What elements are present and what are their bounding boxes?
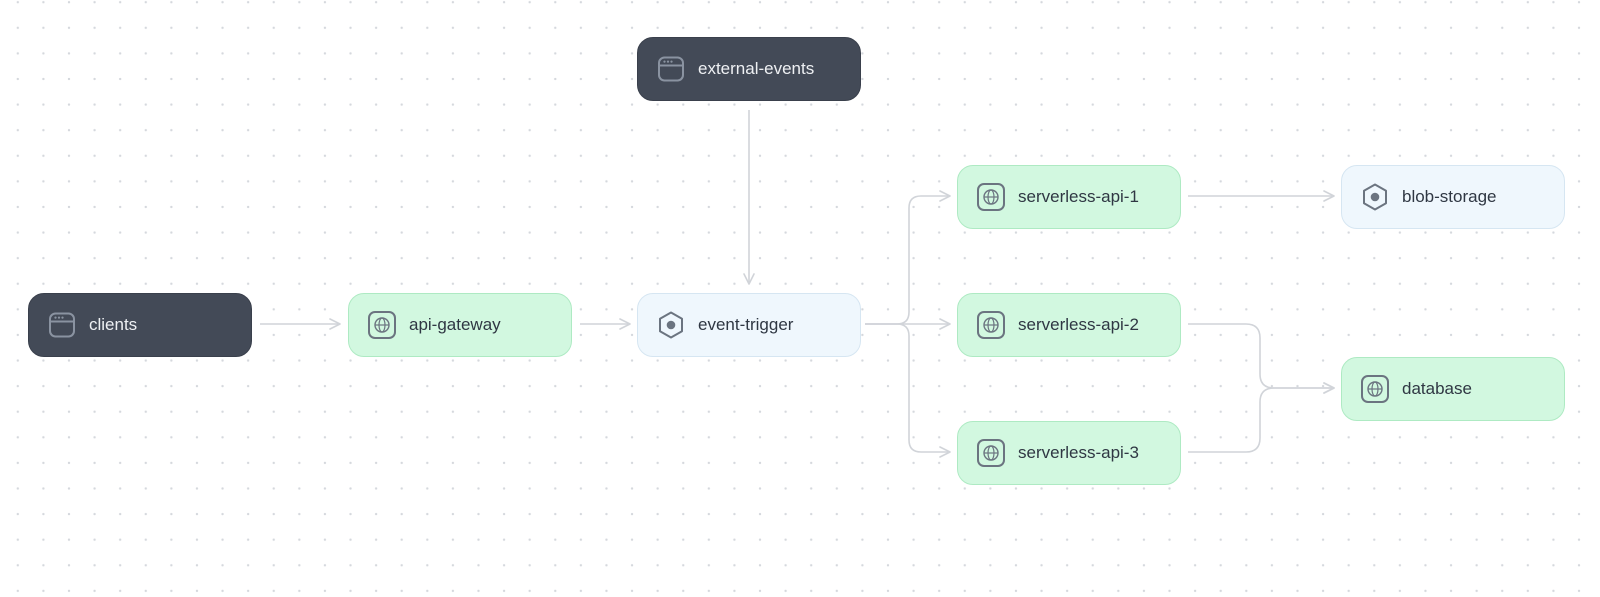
globe-icon — [367, 310, 397, 340]
hexagon-icon — [1360, 182, 1390, 212]
edge-event-trigger-to-serverless-api-3 — [865, 323, 951, 458]
node-event-trigger[interactable]: event-trigger — [637, 293, 861, 357]
edge-serverless-api-3-to-database — [1188, 382, 1335, 453]
node-database[interactable]: database — [1341, 357, 1565, 421]
edge-event-trigger-to-serverless-api-1 — [865, 190, 951, 325]
browser-window-icon — [656, 54, 686, 84]
node-label: blob-storage — [1402, 187, 1497, 206]
node-label: database — [1402, 379, 1472, 398]
edge-serverless-api-2-to-database — [1188, 323, 1335, 394]
node-label: api-gateway — [409, 315, 501, 334]
node-label: clients — [89, 315, 138, 334]
node-serverless-api-1[interactable]: serverless-api-1 — [957, 165, 1181, 229]
node-serverless-api-2[interactable]: serverless-api-2 — [957, 293, 1181, 357]
globe-icon — [976, 310, 1006, 340]
hexagon-icon — [656, 310, 686, 340]
node-api-gateway[interactable]: api-gateway — [348, 293, 572, 357]
browser-window-icon — [47, 310, 77, 340]
node-clients[interactable]: clients — [28, 293, 252, 357]
node-label: event-trigger — [698, 315, 794, 334]
node-label: serverless-api-1 — [1018, 187, 1139, 206]
node-label: serverless-api-3 — [1018, 443, 1139, 462]
node-label: serverless-api-2 — [1018, 315, 1139, 334]
node-label: external-events — [698, 59, 815, 78]
node-blob-storage[interactable]: blob-storage — [1341, 165, 1565, 229]
node-external-events[interactable]: external-events — [637, 37, 861, 101]
globe-icon — [1360, 374, 1390, 404]
globe-icon — [976, 438, 1006, 468]
node-serverless-api-3[interactable]: serverless-api-3 — [957, 421, 1181, 485]
globe-icon — [976, 182, 1006, 212]
